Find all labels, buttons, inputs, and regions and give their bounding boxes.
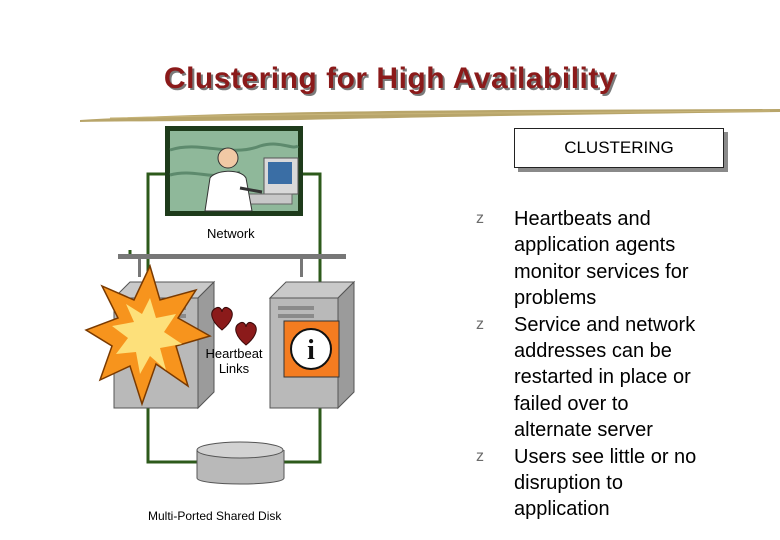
shared-disk [197,442,284,484]
bullet-line: application [514,496,776,522]
bullet-line: alternate server [514,417,776,443]
heartbeat-label-line-2: Links [200,361,268,376]
bullet-marker-icon: z [476,206,506,232]
bullet-line: problems [514,285,776,311]
user-at-workstation-picture [165,126,303,216]
heartbeat-label: Heartbeat Links [200,346,268,376]
bullet-line: addresses can be [514,338,776,364]
bullet-line: Users see little or no [514,444,776,470]
heart-icon [236,322,257,345]
bullet-line: application agents [514,232,776,258]
bullet-line: Heartbeats and [514,206,776,232]
info-icon: i [284,321,339,377]
bullet-list: z Heartbeats and application agents moni… [476,206,776,523]
bullet-line: Service and network [514,312,776,338]
cluster-diagram: i [0,0,470,540]
clustering-badge: CLUSTERING [514,128,724,168]
bullet-marker-icon: z [476,312,506,338]
bullet-line: restarted in place or [514,364,776,390]
heartbeat-label-line-1: Heartbeat [200,346,268,361]
svg-text:i: i [307,335,315,366]
heart-icon [212,307,233,330]
disk-label: Multi-Ported Shared Disk [148,509,281,523]
bullet-line: disruption to [514,470,776,496]
network-label: Network [207,226,255,241]
bullet-item: z Heartbeats and application agents moni… [476,206,776,312]
bullet-item: z Users see little or no disruption to a… [476,444,776,523]
bullet-item: z Service and network addresses can be r… [476,312,776,444]
bullet-line: failed over to [514,391,776,417]
bullet-marker-icon: z [476,444,506,470]
bullet-line: monitor services for [514,259,776,285]
